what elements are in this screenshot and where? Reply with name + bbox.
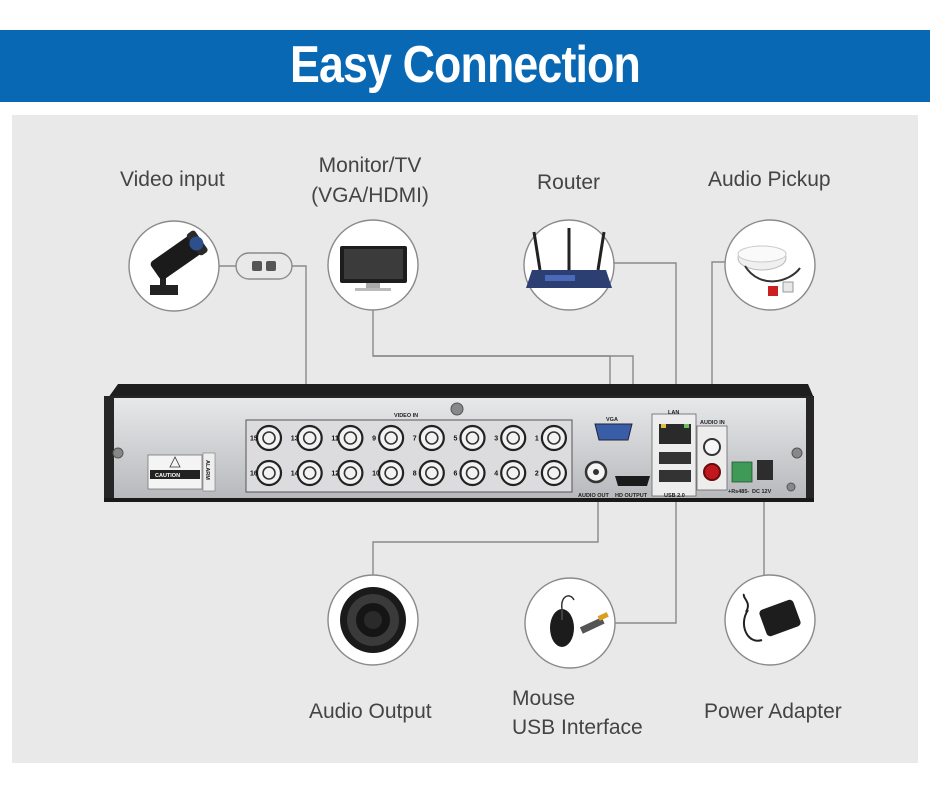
bnc-number-label: 6	[454, 471, 458, 478]
lan-label: LAN	[668, 410, 679, 416]
usb-label: USB 2.0	[664, 493, 685, 499]
bnc-row-top: 15 13 11 9 7 5 3 1	[250, 424, 568, 452]
bnc-number-label: 10	[372, 471, 380, 478]
bnc-number-label: 3	[494, 436, 498, 443]
bnc-connector-2	[540, 459, 568, 487]
page-title: Easy Connection	[290, 36, 641, 94]
bnc-inner-ring	[384, 431, 398, 445]
monitor-icon	[327, 219, 419, 311]
bnc-connector-11	[337, 424, 364, 452]
bnc-inner-ring	[262, 466, 276, 480]
bnc-inner-ring	[302, 431, 317, 445]
bnc-inner-ring	[424, 466, 439, 480]
audio-out-label: AUDIO OUT	[578, 493, 610, 499]
bnc-cable-icon	[252, 261, 276, 271]
bnc-number-label: 15	[250, 436, 258, 443]
bnc-inner-ring	[547, 431, 561, 445]
bnc-number-label: 1	[535, 436, 539, 443]
audio-in-block	[696, 425, 728, 491]
speaker-icon	[327, 574, 419, 666]
bnc-number-label: 7	[413, 436, 417, 443]
bnc-inner-ring	[547, 466, 561, 480]
lan-line	[614, 262, 677, 428]
bnc-row-bottom: 16 14 12 10 8 6 4 2	[250, 459, 568, 487]
router-icon	[523, 219, 615, 311]
microphone-icon	[724, 219, 816, 311]
label-audio-pickup: Audio Pickup	[708, 168, 831, 191]
bnc-connector-9	[378, 424, 405, 452]
bnc-number-label: 5	[454, 436, 458, 443]
bnc-connector-5	[459, 424, 486, 452]
bnc-connector-10	[378, 459, 405, 487]
alarm-label: ALARM	[204, 460, 210, 480]
mouse-icon	[524, 577, 616, 669]
hdmi-port	[615, 476, 650, 486]
bnc-inner-ring	[465, 466, 480, 480]
label-mouse-line2: USB Interface	[512, 716, 643, 739]
bnc-number-label: 13	[291, 436, 299, 443]
bnc-inner-ring	[302, 466, 317, 480]
bnc-connector-13	[296, 424, 323, 452]
camera-icon	[128, 220, 220, 312]
bnc-inner-ring	[506, 466, 521, 480]
bnc-connector-1	[540, 424, 568, 452]
caution-label: CAUTION	[155, 473, 180, 479]
usb-line	[614, 464, 677, 624]
audio-out-port	[584, 460, 608, 484]
cable-loop	[235, 252, 293, 280]
bnc-inner-ring	[506, 431, 521, 445]
bnc-number-label: 2	[535, 471, 539, 478]
label-audio-output: Audio Output	[309, 700, 432, 723]
audio-out-line	[372, 476, 599, 575]
bnc-number-label: 14	[291, 471, 299, 478]
label-monitor-line1: Monitor/TV	[318, 154, 422, 177]
lan-usb-block	[651, 413, 697, 497]
bnc-inner-ring	[343, 466, 358, 480]
label-power-adapter: Power Adapter	[704, 700, 842, 723]
vga-label: VGA	[606, 417, 618, 423]
label-monitor-line2: (VGA/HDMI)	[311, 184, 429, 207]
bnc-number-label: 8	[413, 471, 417, 478]
hd-output-label: HD OUTPUT	[615, 493, 648, 499]
caution-sticker	[147, 452, 216, 492]
bnc-inner-ring	[424, 431, 439, 445]
video-in-label: VIDEO IN	[394, 413, 418, 419]
vga-port	[594, 423, 633, 441]
bnc-inner-ring	[465, 431, 480, 445]
label-mouse-line1: Mouse	[512, 687, 576, 710]
bnc-connector-12	[337, 459, 364, 487]
bnc-number-label: 16	[250, 471, 258, 478]
bnc-connector-14	[296, 459, 323, 487]
bnc-number-label: 9	[372, 436, 376, 443]
bnc-inner-ring	[343, 431, 358, 445]
bnc-connector-3	[500, 424, 527, 452]
video-in-line	[292, 265, 307, 434]
audio-in-label: AUDIO IN	[700, 420, 725, 426]
rs485-dc-block	[731, 460, 773, 483]
title-banner	[0, 30, 930, 102]
screw-icons	[112, 402, 803, 492]
bnc-connector-7	[418, 424, 445, 452]
label-router: Router	[537, 171, 601, 194]
bnc-number-label: 4	[494, 471, 498, 478]
rs485-label: +Rs485-	[728, 489, 749, 495]
power-adapter-icon	[724, 574, 816, 666]
dc-label: DC 12V	[752, 489, 772, 495]
bnc-connector-15	[255, 424, 283, 452]
bnc-connector-16	[255, 459, 283, 487]
bnc-number-label: 11	[331, 436, 339, 443]
bnc-number-label: 12	[331, 471, 339, 478]
bnc-connector-6	[459, 459, 486, 487]
bnc-inner-ring	[384, 466, 398, 480]
bnc-connector-8	[418, 459, 445, 487]
bnc-inner-ring	[262, 431, 276, 445]
label-video-input: Video input	[120, 168, 225, 191]
bnc-connector-4	[500, 459, 527, 487]
